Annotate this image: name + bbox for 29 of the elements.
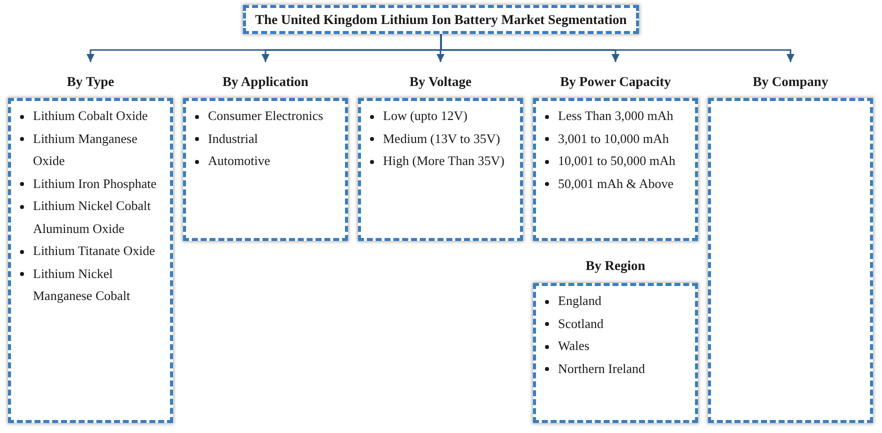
category-heading: By Voltage	[410, 74, 472, 90]
list-item: Lithium Manganese Oxide	[33, 130, 138, 168]
list-item: 10,001 to 50,000 mAh	[558, 153, 676, 168]
list-item: Lithium Nickel Manganese Cobalt	[33, 266, 130, 303]
list-item: Consumer Electronics	[208, 108, 324, 123]
title-text: The United Kingdom Lithium Ion Battery Market Segmentation	[255, 12, 627, 28]
category-heading: By Power Capacity	[560, 74, 671, 90]
list-item: Low (upto 12V)	[383, 108, 468, 123]
category-heading: By Company	[752, 74, 828, 90]
list-item: England	[558, 293, 602, 308]
list-item: Automotive	[208, 153, 270, 168]
list-item: Industrial	[208, 130, 258, 146]
list-item: Wales	[558, 338, 590, 353]
list-item: Lithium Iron Phosphate	[33, 176, 156, 190]
list-item: Less Than 3,000 mAh	[558, 108, 674, 123]
list-item: Lithium Titanate Oxide	[33, 243, 156, 258]
title-box	[243, 5, 639, 34]
list-item: Lithium Cobalt Oxide	[33, 108, 148, 123]
list-item: 3,001 to 10,000 mAh	[558, 130, 669, 146]
list-item: High (More Than 35V)	[383, 153, 504, 168]
list-item: Northern Ireland	[558, 360, 645, 376]
category-heading: By Type	[66, 74, 114, 90]
category-heading: By Region	[586, 258, 646, 274]
list-item: Lithium Nickel Cobalt Aluminum Oxide	[33, 198, 151, 236]
connector-arrow	[440, 34, 794, 62]
list-item: 50,001 mAh & Above	[558, 176, 674, 190]
list-item: Scotland	[558, 316, 604, 330]
category-heading: By Application	[222, 74, 308, 90]
list-item: Medium (13V to 35V)	[383, 130, 500, 146]
